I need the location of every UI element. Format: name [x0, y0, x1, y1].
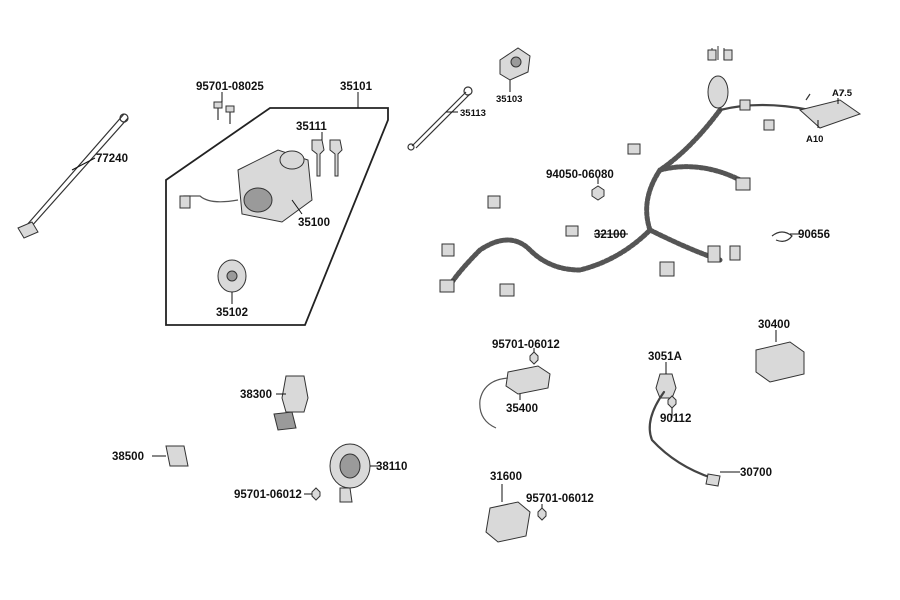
label-38500: 38500	[112, 451, 144, 463]
label-32100: 32100	[594, 229, 626, 241]
label-35400: 35400	[506, 403, 538, 415]
part-95701-06012-b-bolt	[311, 487, 321, 501]
leader-77240	[71, 157, 96, 171]
part-fuse-holder	[798, 89, 862, 129]
part-35100-ignition-switch	[179, 149, 313, 223]
label-A7.5: A7.5	[832, 88, 853, 99]
label-95701-06012-b: 95701-06012	[234, 489, 302, 501]
part-3051A-relay	[655, 373, 677, 399]
label-95701-06012-c: 95701-06012	[526, 493, 594, 505]
part-38110-horn	[329, 443, 371, 503]
part-35103-switch	[499, 47, 531, 81]
label-A10: A10	[806, 134, 823, 145]
part-35102-lock-cylinder	[217, 259, 247, 293]
part-38500-relay-block	[165, 445, 189, 467]
label-30700: 30700	[740, 467, 772, 479]
part-30700-cable	[648, 390, 721, 487]
label-95701-08025: 95701-08025	[196, 81, 264, 93]
part-32100-wire-harness	[439, 46, 812, 297]
label-35111: 35111	[296, 121, 327, 133]
label-38300: 38300	[240, 389, 272, 401]
label-30400: 30400	[758, 319, 790, 331]
part-95701-06012-a-bolt	[529, 351, 539, 365]
label-90112: 90112	[660, 413, 691, 425]
part-38300-flasher	[273, 375, 309, 431]
label-3051A: 3051A	[648, 351, 682, 363]
part-77240-cable	[17, 113, 129, 239]
label-35100: 35100	[298, 217, 330, 229]
label-35101: 35101	[340, 81, 373, 93]
part-30400-cdi-unit	[755, 341, 805, 383]
kit-outline-35101	[165, 107, 389, 326]
part-35113-cable	[407, 86, 473, 151]
leader-35100	[291, 199, 303, 215]
label-95701-06012-a: 95701-06012	[492, 339, 560, 351]
label-35113: 35113	[460, 108, 486, 119]
label-94050-06080: 94050-06080	[546, 169, 614, 181]
part-95701-06012-c-bolt	[537, 507, 547, 521]
part-90112-bolt	[667, 395, 677, 414]
part-95701-08025-bolts	[213, 101, 235, 124]
label-38110: 38110	[376, 461, 407, 473]
label-90656: 90656	[798, 229, 830, 241]
label-31600: 31600	[490, 471, 522, 483]
label-35102: 35102	[216, 307, 248, 319]
label-77240: 77240	[96, 153, 128, 165]
part-35111-keys	[311, 139, 343, 177]
label-35103: 35103	[496, 94, 522, 105]
part-31600-regulator	[485, 501, 531, 543]
part-94050-06080-nut	[591, 185, 605, 201]
part-35400-relay	[479, 365, 551, 429]
part-90656-clamp	[771, 231, 793, 242]
